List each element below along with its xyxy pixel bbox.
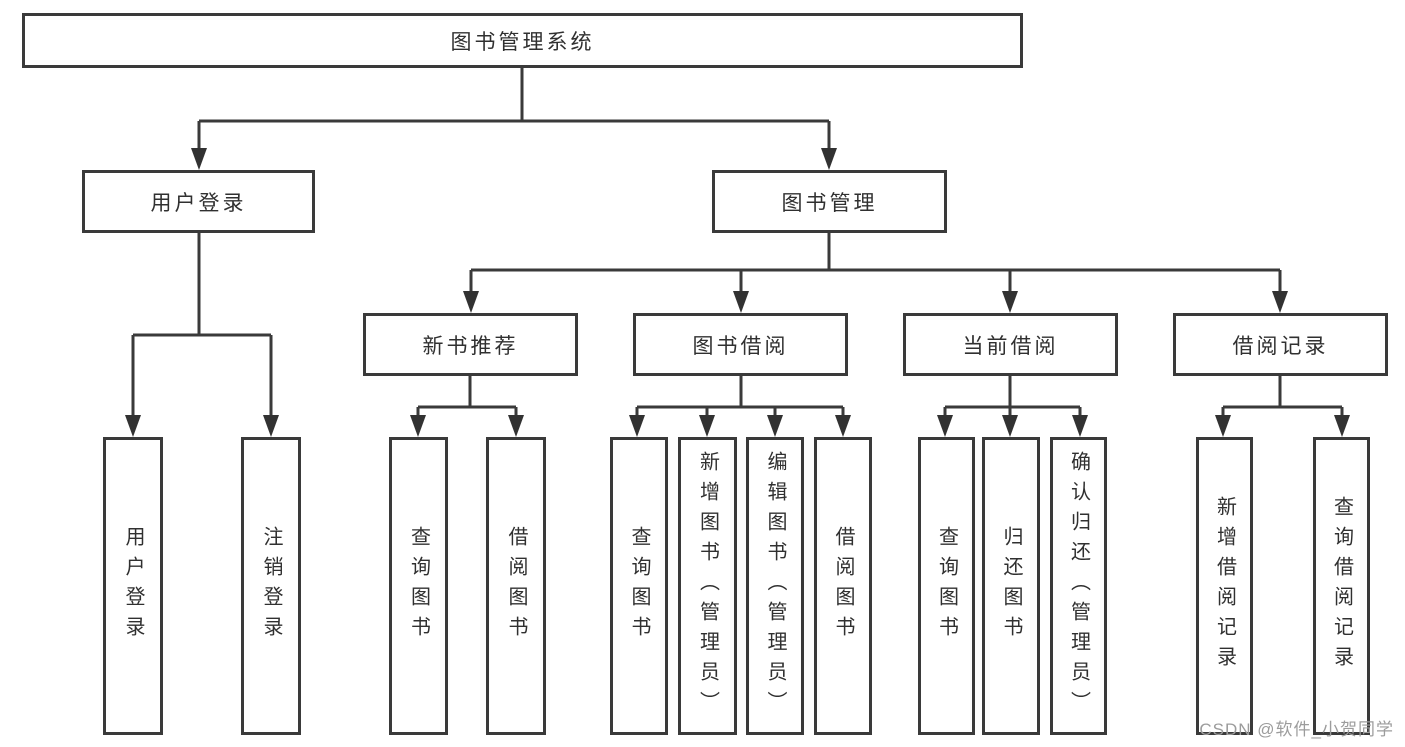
node-label: 借阅记录 (1232, 334, 1329, 358)
arrowhead (1272, 291, 1288, 313)
leaf-borrow-books-recommend: 借阅图书 (486, 437, 546, 735)
connector-book-borrow-leaves (635, 376, 845, 417)
arrowhead (1002, 415, 1018, 437)
arrowhead (835, 415, 851, 437)
node-label: 归还图书 (1000, 526, 1022, 646)
node-label: 查询图书 (407, 526, 430, 646)
arrowhead (1072, 415, 1088, 437)
connector-current-borrow-leaves (943, 376, 1082, 417)
node-label: 注销登录 (260, 526, 282, 646)
arrowhead (263, 415, 279, 437)
arrowhead (1002, 291, 1018, 313)
leaf-return-books: 归还图书 (982, 437, 1040, 735)
arrowhead (463, 291, 479, 313)
node-book-borrow: 图书借阅 (633, 313, 848, 376)
leaf-add-borrow-record: 新增借阅记录 (1196, 437, 1253, 735)
node-new-book-recommend: 新书推荐 (363, 313, 578, 376)
arrowhead (1334, 415, 1350, 437)
leaf-query-borrow-record: 查询借阅记录 (1313, 437, 1370, 735)
node-label: 确认归还（管理员） (1067, 451, 1090, 721)
node-label: 图书管理 (781, 191, 878, 215)
node-label: 图书借阅 (692, 334, 789, 358)
node-label: 查询图书 (935, 526, 958, 646)
node-user-login: 用户登录 (82, 170, 315, 233)
node-label: 用户登录 (150, 191, 247, 215)
leaf-logout: 注销登录 (241, 437, 301, 735)
connector-book-mgmt-level3 (469, 233, 1282, 293)
node-label: 图书管理系统 (450, 30, 595, 54)
node-label: 新增图书（管理员） (696, 451, 719, 721)
arrowhead (821, 148, 837, 170)
arrowhead (699, 415, 715, 437)
node-label: 查询借阅记录 (1330, 496, 1353, 676)
csdn-watermark: CSDN @软件_小贺同学 (1199, 720, 1394, 739)
node-label: 编辑图书（管理员） (764, 451, 786, 721)
leaf-borrow-books: 借阅图书 (814, 437, 872, 735)
node-label: 借阅图书 (832, 526, 854, 646)
node-library-management-system: 图书管理系统 (22, 13, 1023, 68)
connector-root-level2 (197, 68, 831, 150)
node-borrow-records: 借阅记录 (1173, 313, 1388, 376)
arrowhead (508, 415, 524, 437)
node-label: 用户登录 (122, 526, 144, 646)
arrowhead (125, 415, 141, 437)
arrowhead (733, 291, 749, 313)
leaf-query-books-recommend: 查询图书 (389, 437, 448, 735)
node-label: 新书推荐 (422, 334, 519, 358)
arrowhead (629, 415, 645, 437)
node-label: 新增借阅记录 (1213, 496, 1236, 676)
leaf-add-books-admin: 新增图书（管理员） (678, 437, 737, 735)
arrowhead (767, 415, 783, 437)
leaf-user-login: 用户登录 (103, 437, 163, 735)
arrowhead (191, 148, 207, 170)
leaf-query-books-borrow: 查询图书 (610, 437, 668, 735)
leaf-confirm-return-admin: 确认归还（管理员） (1050, 437, 1107, 735)
arrowhead (1215, 415, 1231, 437)
node-label: 当前借阅 (962, 334, 1059, 358)
connector-borrow-records-leaves (1221, 376, 1344, 417)
connector-new-book-leaves (416, 376, 518, 417)
node-book-management: 图书管理 (712, 170, 947, 233)
leaf-edit-books-admin: 编辑图书（管理员） (746, 437, 804, 735)
connector-user-login-leaves (131, 233, 273, 417)
leaf-query-books-current: 查询图书 (918, 437, 975, 735)
arrowhead (937, 415, 953, 437)
node-current-borrow: 当前借阅 (903, 313, 1118, 376)
node-label: 查询图书 (628, 526, 650, 646)
arrowhead (410, 415, 426, 437)
node-label: 借阅图书 (505, 526, 527, 646)
